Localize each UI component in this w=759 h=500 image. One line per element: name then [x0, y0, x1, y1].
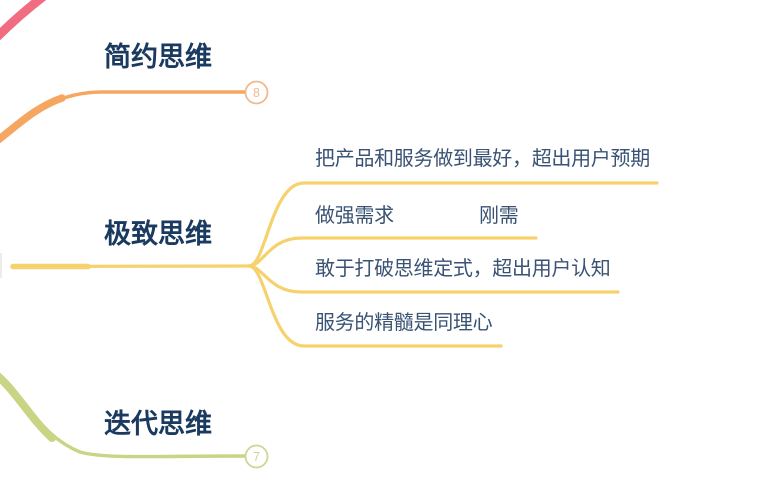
- topic-diedai-siwei[interactable]: 迭代思维: [104, 409, 212, 439]
- branch-orange-jianyue: [0, 90, 245, 141]
- branch-subtopic-2: [247, 236, 538, 268]
- subtopic-rigid-demand[interactable]: 刚需: [479, 205, 519, 227]
- branch-subtopic-1: [247, 181, 659, 268]
- collapse-badge-circle-diedai[interactable]: [244, 444, 269, 469]
- subtopic-exceed-expectations[interactable]: 把产品和服务做到最好，超出用户预期: [315, 148, 650, 170]
- subtopic-strong-demand[interactable]: 做强需求: [315, 205, 394, 227]
- collapse-badge-count-jianyue[interactable]: 8: [253, 86, 260, 100]
- subtopic-empathy-service[interactable]: 服务的精髓是同理心: [315, 312, 493, 334]
- collapse-badge-count-diedai[interactable]: 7: [253, 450, 260, 464]
- topic-jizhi-siwei[interactable]: 极致思维: [104, 219, 212, 249]
- branch-subtopic-4: [247, 264, 503, 348]
- branch-orange-taper: [0, 94, 66, 144]
- collapse-badge-circle-jianyue[interactable]: [244, 80, 269, 105]
- branch-pink-offscreen: [0, 0, 47, 41]
- subtopic-break-mindset[interactable]: 敢于打破思维定式，超出用户认知: [315, 258, 611, 280]
- branch-olive-taper: [0, 372, 56, 442]
- topic-jianyue-siwei[interactable]: 简约思维: [104, 42, 212, 72]
